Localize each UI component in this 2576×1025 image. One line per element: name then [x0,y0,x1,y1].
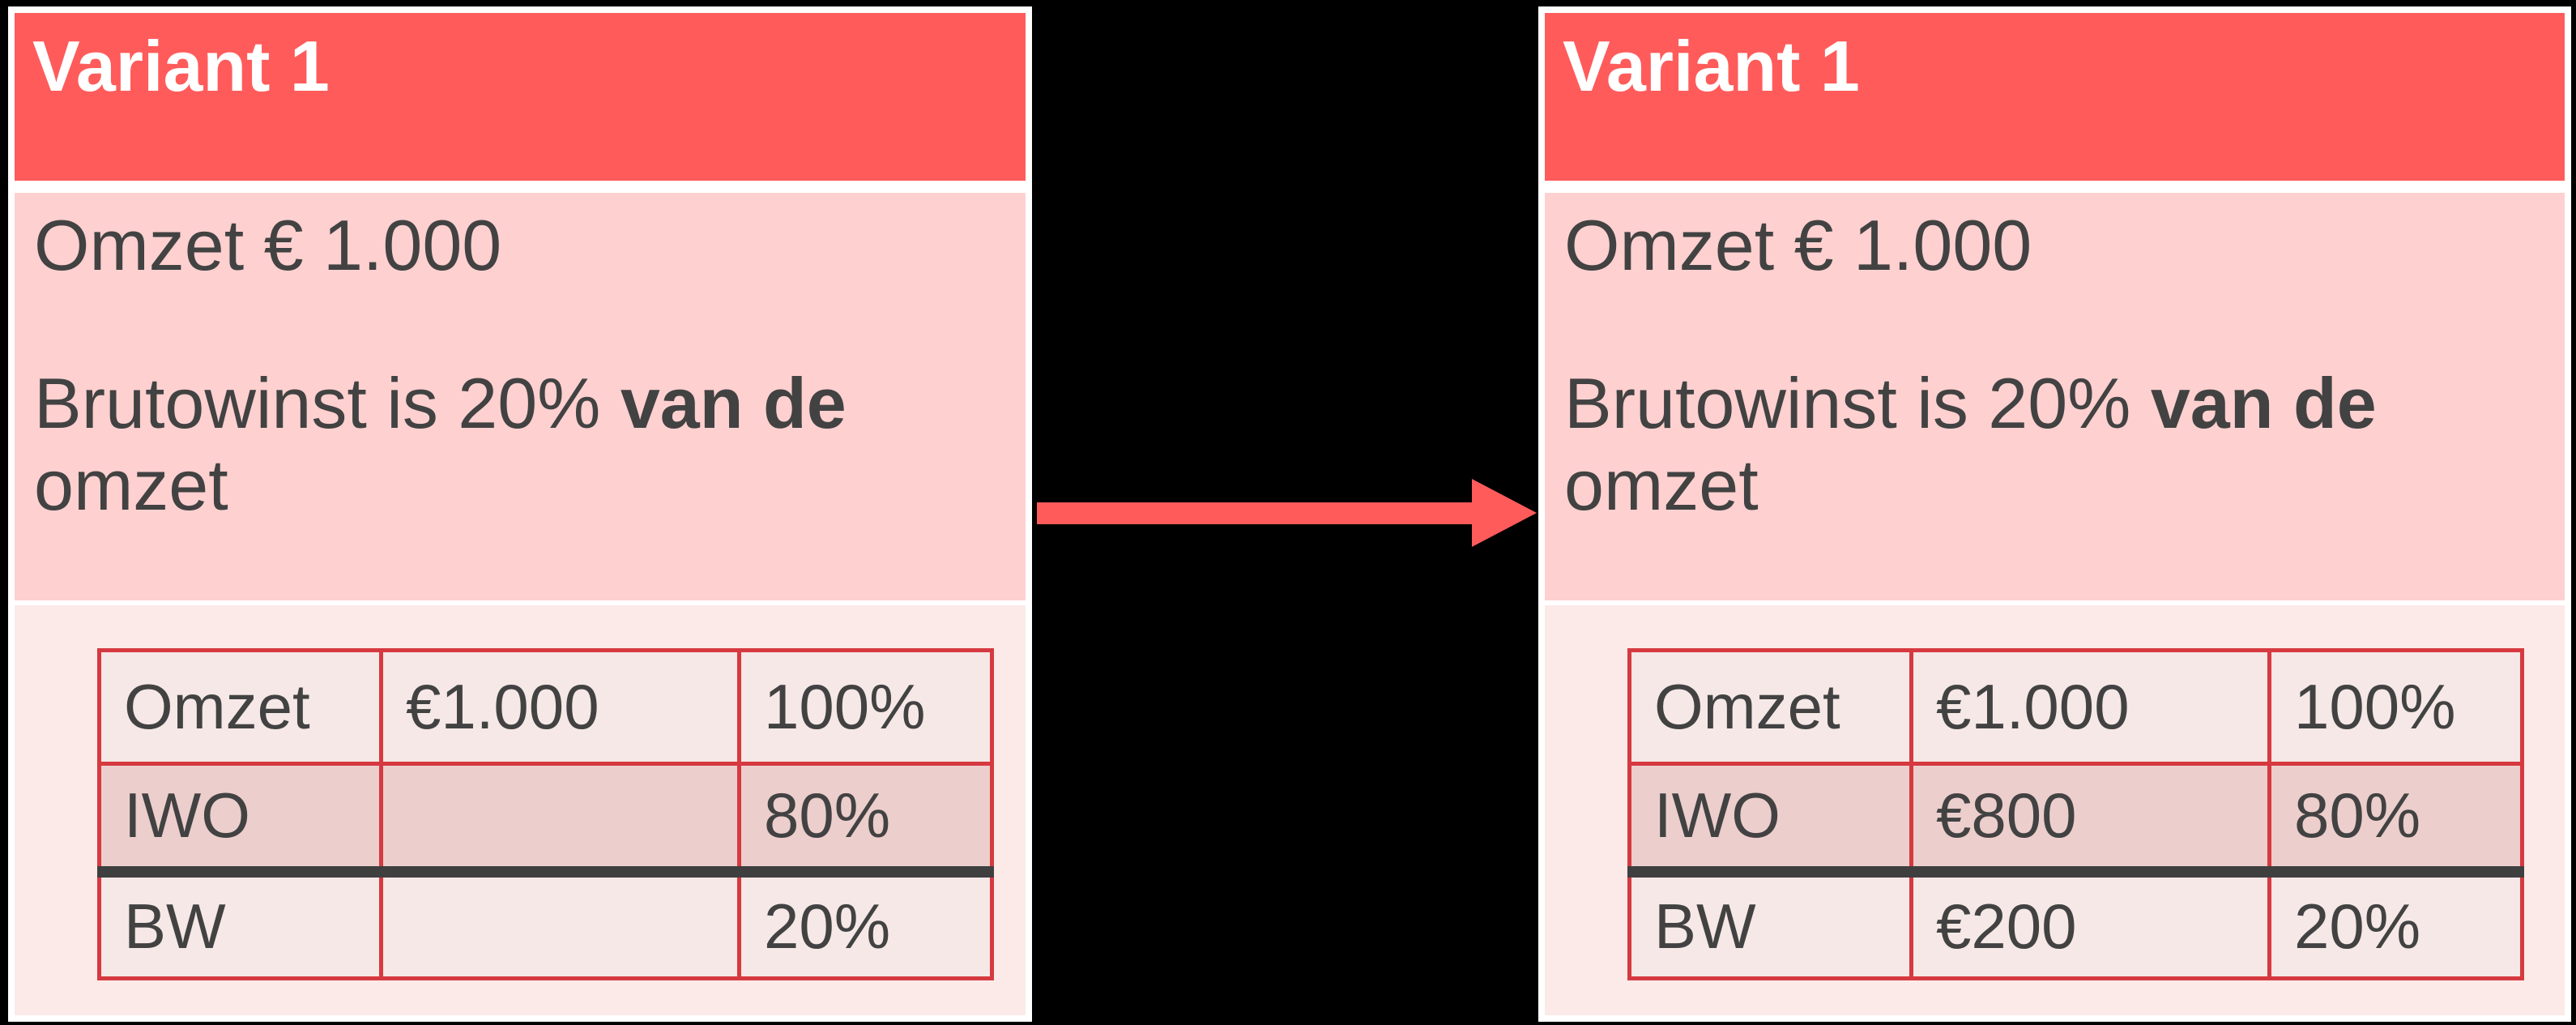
panel-body: Omzet € 1.000 Brutowinst is 20% van de o… [1545,193,2565,600]
profit-line: Brutowinst is 20% van de omzet [1564,362,2565,526]
panel-title: Variant 1 [32,26,330,106]
cell-percent: 20% [2267,869,2524,980]
profit-line-suffix: omzet [34,445,228,526]
table-row-omzet: Omzet €1.000 100% [97,648,994,766]
profit-line: Brutowinst is 20% van de omzet [34,362,1026,526]
table-row-omzet: Omzet €1.000 100% [1627,648,2524,766]
cell-amount: €1.000 [1909,648,2271,766]
panel-header: Variant 1 [15,13,1026,181]
cell-amount [379,869,741,980]
profit-line-prefix: Brutowinst is 20% [1564,363,2151,444]
cell-percent: 80% [737,762,994,878]
arrow-head [1472,479,1537,547]
calc-table: Omzet €1.000 100% IWO €800 80% BW €200 2… [1627,648,2524,980]
panel-header: Variant 1 [1545,13,2565,181]
cell-label: IWO [1627,762,1913,878]
cell-percent: 100% [2267,648,2524,766]
variant-card-right: Variant 1 Omzet € 1.000 Brutowinst is 20… [1538,6,2571,1022]
profit-line-suffix: omzet [1564,445,1759,526]
cell-label: Omzet [1627,648,1913,766]
profit-line-bold: van de [620,363,847,444]
variant-card-left: Variant 1 Omzet € 1.000 Brutowinst is 20… [8,6,1032,1022]
panel-table-section: Omzet €1.000 100% IWO 80% BW 20% [15,605,1026,1015]
profit-line-bold: van de [2150,363,2377,444]
cell-amount: €1.000 [379,648,741,766]
cell-amount: €200 [1909,869,2271,980]
table-row-bw: BW 20% [97,869,994,980]
cell-label: BW [1627,869,1913,980]
revenue-line: Omzet € 1.000 [1564,205,2032,285]
cell-label: IWO [97,762,383,878]
cell-label: BW [97,869,383,980]
profit-line-prefix: Brutowinst is 20% [34,363,621,444]
calc-table: Omzet €1.000 100% IWO 80% BW 20% [97,648,994,980]
panel-body: Omzet € 1.000 Brutowinst is 20% van de o… [15,193,1026,600]
panel-title: Variant 1 [1563,26,1860,106]
cell-percent: 100% [737,648,994,766]
arrow-right-icon [1037,479,1537,547]
cell-amount [379,762,741,878]
cell-percent: 20% [737,869,994,980]
panel-table-section: Omzet €1.000 100% IWO €800 80% BW €200 2… [1545,605,2565,1015]
cell-percent: 80% [2267,762,2524,878]
table-row-bw: BW €200 20% [1627,869,2524,980]
cell-label: Omzet [97,648,383,766]
arrow-shaft [1037,502,1474,524]
table-row-iwo: IWO €800 80% [1627,762,2524,878]
revenue-line: Omzet € 1.000 [34,205,502,285]
cell-amount: €800 [1909,762,2271,878]
table-row-iwo: IWO 80% [97,762,994,878]
